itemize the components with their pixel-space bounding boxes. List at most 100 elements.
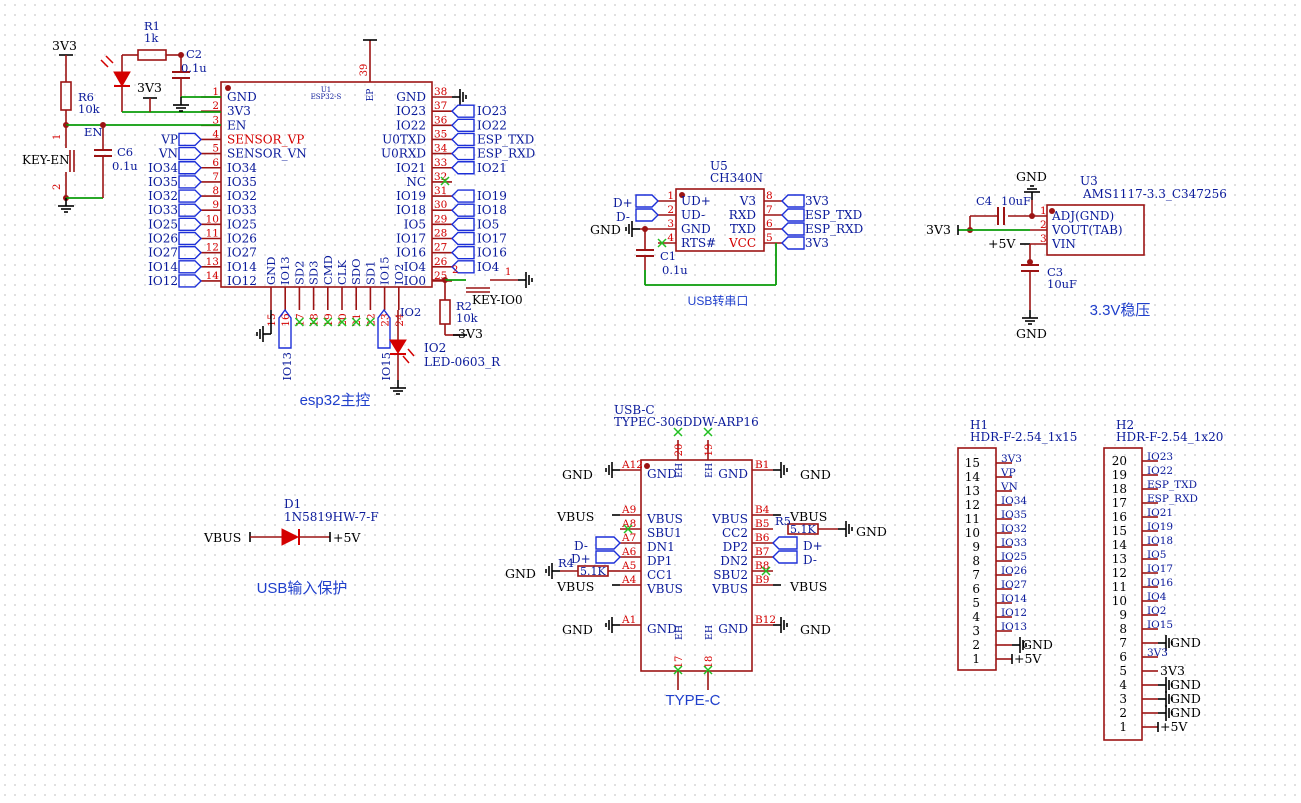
pin-number: A1 xyxy=(621,614,636,626)
net-label: VN xyxy=(1000,481,1018,493)
net-label: VBUS xyxy=(556,579,594,594)
ground-symbol xyxy=(605,617,620,633)
pin-number: 17 xyxy=(674,656,685,669)
pin-number: 11 xyxy=(1112,580,1127,594)
pin-number: 39 xyxy=(359,64,370,77)
ref-label: H2 xyxy=(1116,418,1134,432)
pin-number: 12 xyxy=(206,242,219,254)
pin-number: 3 xyxy=(212,114,219,126)
pin-number: 2 xyxy=(667,204,674,216)
pin-name: EH xyxy=(704,463,715,478)
value-label: 1k xyxy=(144,31,159,45)
no-connect-mark xyxy=(309,317,319,327)
pin-number: 15 xyxy=(266,313,278,326)
pin-number: 9 xyxy=(1119,608,1127,622)
pin-name: GND xyxy=(264,257,278,285)
ground-symbol xyxy=(452,89,467,105)
pin-number: B6 xyxy=(755,532,770,544)
no-connect-mark xyxy=(673,665,683,675)
net-label: IO16 xyxy=(477,246,507,260)
ground-symbol xyxy=(773,462,788,478)
pin-number: 20 xyxy=(674,444,685,457)
pin-name: EH xyxy=(704,625,715,640)
net-label: +5V xyxy=(1160,719,1188,734)
no-connect-mark xyxy=(365,317,375,327)
ref-label: C1 xyxy=(660,249,676,263)
net-flag xyxy=(178,231,202,246)
pin-name: TXD xyxy=(730,222,756,236)
net-label: IO12 xyxy=(148,274,178,288)
ground-symbol xyxy=(173,97,189,112)
part-label: LED-0603_R xyxy=(424,355,501,369)
ref-label: D1 xyxy=(284,497,301,511)
pin-number: 13 xyxy=(206,256,219,268)
value-label: 5.1K xyxy=(790,523,816,536)
pin-number: 3 xyxy=(667,218,674,230)
net-flag xyxy=(377,308,391,349)
net-label: VP xyxy=(1000,467,1016,479)
pin-number: 7 xyxy=(766,204,773,216)
net-label: D+ xyxy=(803,539,823,553)
net-label: IO4 xyxy=(1147,591,1167,603)
led-light-icon xyxy=(402,348,415,364)
net-label: VBUS xyxy=(203,530,241,545)
net-label: IO22 xyxy=(477,118,507,132)
no-connect-mark xyxy=(623,524,633,534)
net-flag xyxy=(451,217,475,232)
pin-number: 29 xyxy=(434,213,447,225)
net-label: IO14 xyxy=(1001,593,1027,605)
net-label: +5V xyxy=(988,236,1016,251)
pin-name: IO19 xyxy=(396,189,426,203)
pin-name: IO21 xyxy=(396,161,426,175)
header-h2-body xyxy=(1103,447,1143,741)
pin-name: U0TXD xyxy=(382,132,426,146)
value-label: 0.1u xyxy=(112,159,138,173)
pin-number: A12 xyxy=(621,459,643,471)
part-label: HDR-F-2.54_1x15 xyxy=(970,430,1077,444)
pin-number: 1 xyxy=(1119,720,1127,734)
pin-number: 1 xyxy=(505,267,511,278)
net-label: IO34 xyxy=(148,161,178,175)
net-label: IO2 xyxy=(400,305,421,319)
net-flag xyxy=(451,132,475,147)
pin-name: IO0 xyxy=(404,274,426,288)
net-label: IO23 xyxy=(477,104,507,118)
net-label: IO23 xyxy=(1147,451,1173,463)
pin-name: IO12 xyxy=(227,274,257,288)
junction-dot xyxy=(1049,208,1055,214)
ground-symbol xyxy=(605,462,620,478)
pin-number: 7 xyxy=(212,171,219,183)
net-label: IO4 xyxy=(477,260,500,274)
pin-number: B8 xyxy=(755,560,769,572)
pin1-dot xyxy=(225,85,231,91)
net-flag xyxy=(178,175,202,189)
pin-name: UD- xyxy=(681,208,705,222)
resistor-body xyxy=(60,81,72,111)
net-flag xyxy=(178,245,202,260)
ground-symbol xyxy=(256,326,271,342)
ref-label: U3 xyxy=(1080,174,1098,188)
pin-number: 27 xyxy=(434,242,447,254)
power-label: 3V3 xyxy=(137,80,162,95)
net-flag xyxy=(781,222,805,236)
net-label: IO17 xyxy=(477,232,507,246)
net-label: 3V3 xyxy=(926,222,951,237)
pin-name: IO23 xyxy=(396,104,426,118)
pin-name: RTS# xyxy=(681,236,716,250)
led-light-icon xyxy=(100,55,114,68)
pin-name: IO27 xyxy=(227,246,257,260)
ground-symbol xyxy=(58,198,74,213)
part-label: TYPEC-306DDW-ARP16 xyxy=(614,415,759,429)
net-flag xyxy=(178,217,202,232)
pin-number: 1 xyxy=(52,134,63,140)
pin-number: 3 xyxy=(1119,692,1127,706)
pin-name: IO35 xyxy=(227,175,257,189)
ground-symbol xyxy=(1158,677,1173,693)
no-connect-mark xyxy=(657,238,667,248)
net-label: IO26 xyxy=(1001,565,1027,577)
esp32-title: esp32主控 xyxy=(300,392,371,409)
net-label: IO15 xyxy=(1147,619,1173,631)
ground-symbol xyxy=(518,272,533,288)
pin-name: DN1 xyxy=(647,540,675,554)
